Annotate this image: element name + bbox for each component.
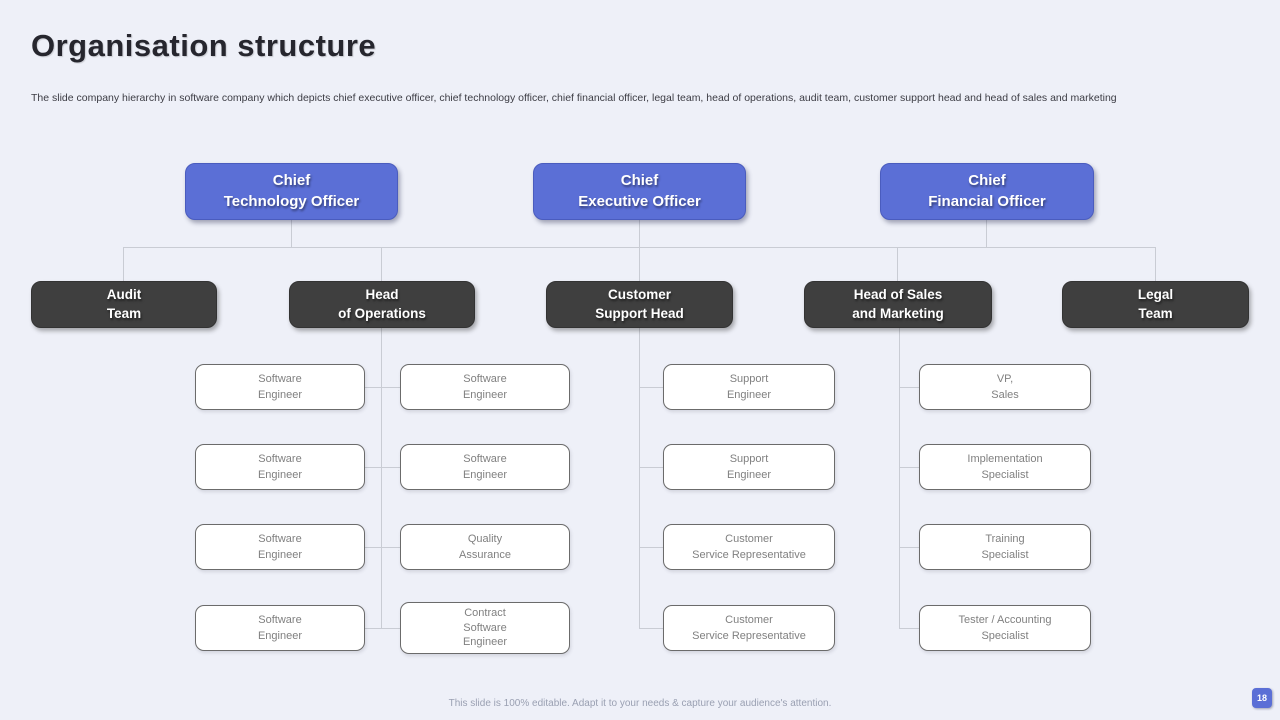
org-box-label: Software Engineer	[257, 452, 303, 482]
connector-line	[899, 328, 900, 628]
org-box-label: Support Engineer	[726, 452, 772, 482]
org-box-label: Tester / Accounting Specialist	[958, 613, 1052, 643]
connector-line	[1155, 247, 1156, 281]
org-box-role: Contract Software Engineer	[400, 602, 570, 654]
connector-line	[291, 220, 292, 247]
org-box-label: Chief Executive Officer	[578, 172, 701, 210]
connector-line	[639, 247, 640, 281]
org-box-role: Software Engineer	[400, 444, 570, 490]
connector-line	[639, 220, 640, 247]
org-box-label: Audit Team	[106, 287, 142, 321]
org-box-label: Software Engineer	[257, 372, 303, 402]
footer-note: This slide is 100% editable. Adapt it to…	[448, 698, 832, 709]
slide-description: The slide company hierarchy in software …	[31, 92, 1117, 104]
org-box-role: Software Engineer	[400, 364, 570, 410]
connector-line	[365, 387, 400, 388]
org-box-label: VP, Sales	[991, 372, 1019, 402]
org-box-label: Software Engineer	[462, 372, 508, 402]
connector-line	[365, 467, 400, 468]
org-box-label: Head of Operations	[338, 287, 426, 321]
connector-line	[897, 247, 898, 281]
org-box-label: Quality Assurance	[459, 532, 511, 562]
connector-line	[639, 328, 640, 628]
connector-line	[381, 328, 382, 628]
org-box-label: Chief Financial Officer	[928, 172, 1046, 210]
org-box-legal-team: Legal Team	[1062, 281, 1249, 328]
org-box-label: Chief Technology Officer	[223, 172, 360, 210]
org-box-role: Implementation Specialist	[919, 444, 1091, 490]
connector-line	[899, 628, 919, 629]
connector-line	[123, 247, 124, 281]
org-box-chief-financial-officer: Chief Financial Officer	[880, 163, 1094, 220]
org-box-role: Support Engineer	[663, 364, 835, 410]
org-box-customer-support-head: Customer Support Head	[546, 281, 733, 328]
connector-line	[986, 220, 987, 247]
org-box-role: Quality Assurance	[400, 524, 570, 570]
page-number-badge: 18	[1252, 688, 1272, 708]
org-box-label: Software Engineer	[257, 613, 303, 643]
org-box-label: Support Engineer	[726, 372, 772, 402]
org-box-label: Customer Service Representative	[692, 532, 806, 562]
connector-line	[639, 628, 663, 629]
org-box-role: Customer Service Representative	[663, 605, 835, 651]
org-box-label: Software Engineer	[257, 532, 303, 562]
connector-line	[639, 467, 663, 468]
org-box-role: Software Engineer	[195, 364, 365, 410]
org-box-label: Software Engineer	[462, 452, 508, 482]
connector-line	[899, 547, 919, 548]
connector-line	[381, 247, 382, 281]
org-box-role: Support Engineer	[663, 444, 835, 490]
org-box-label: Customer Support Head	[595, 287, 684, 321]
org-box-chief-executive-officer: Chief Executive Officer	[533, 163, 746, 220]
org-box-role: Training Specialist	[919, 524, 1091, 570]
org-box-head-of-sales-and-marketing: Head of Sales and Marketing	[804, 281, 992, 328]
connector-line	[365, 628, 400, 629]
org-box-chief-technology-officer: Chief Technology Officer	[185, 163, 398, 220]
org-box-label: Training Specialist	[981, 532, 1029, 562]
org-box-role: VP, Sales	[919, 364, 1091, 410]
org-box-audit-team: Audit Team	[31, 281, 217, 328]
org-box-role: Tester / Accounting Specialist	[919, 605, 1091, 651]
org-box-role: Software Engineer	[195, 444, 365, 490]
org-box-label: Contract Software Engineer	[462, 606, 508, 649]
org-box-role: Software Engineer	[195, 524, 365, 570]
org-box-label: Implementation Specialist	[967, 452, 1043, 482]
org-box-role: Customer Service Representative	[663, 524, 835, 570]
connector-line	[365, 547, 400, 548]
connector-line	[639, 547, 663, 548]
org-box-label: Legal Team	[1137, 287, 1174, 321]
connector-line	[899, 387, 919, 388]
page-title: Organisation structure	[31, 28, 377, 63]
connector-line	[899, 467, 919, 468]
org-box-label: Head of Sales and Marketing	[852, 287, 944, 321]
org-box-head-of-operations: Head of Operations	[289, 281, 475, 328]
connector-line	[639, 387, 663, 388]
org-box-label: Customer Service Representative	[692, 613, 806, 643]
org-box-role: Software Engineer	[195, 605, 365, 651]
